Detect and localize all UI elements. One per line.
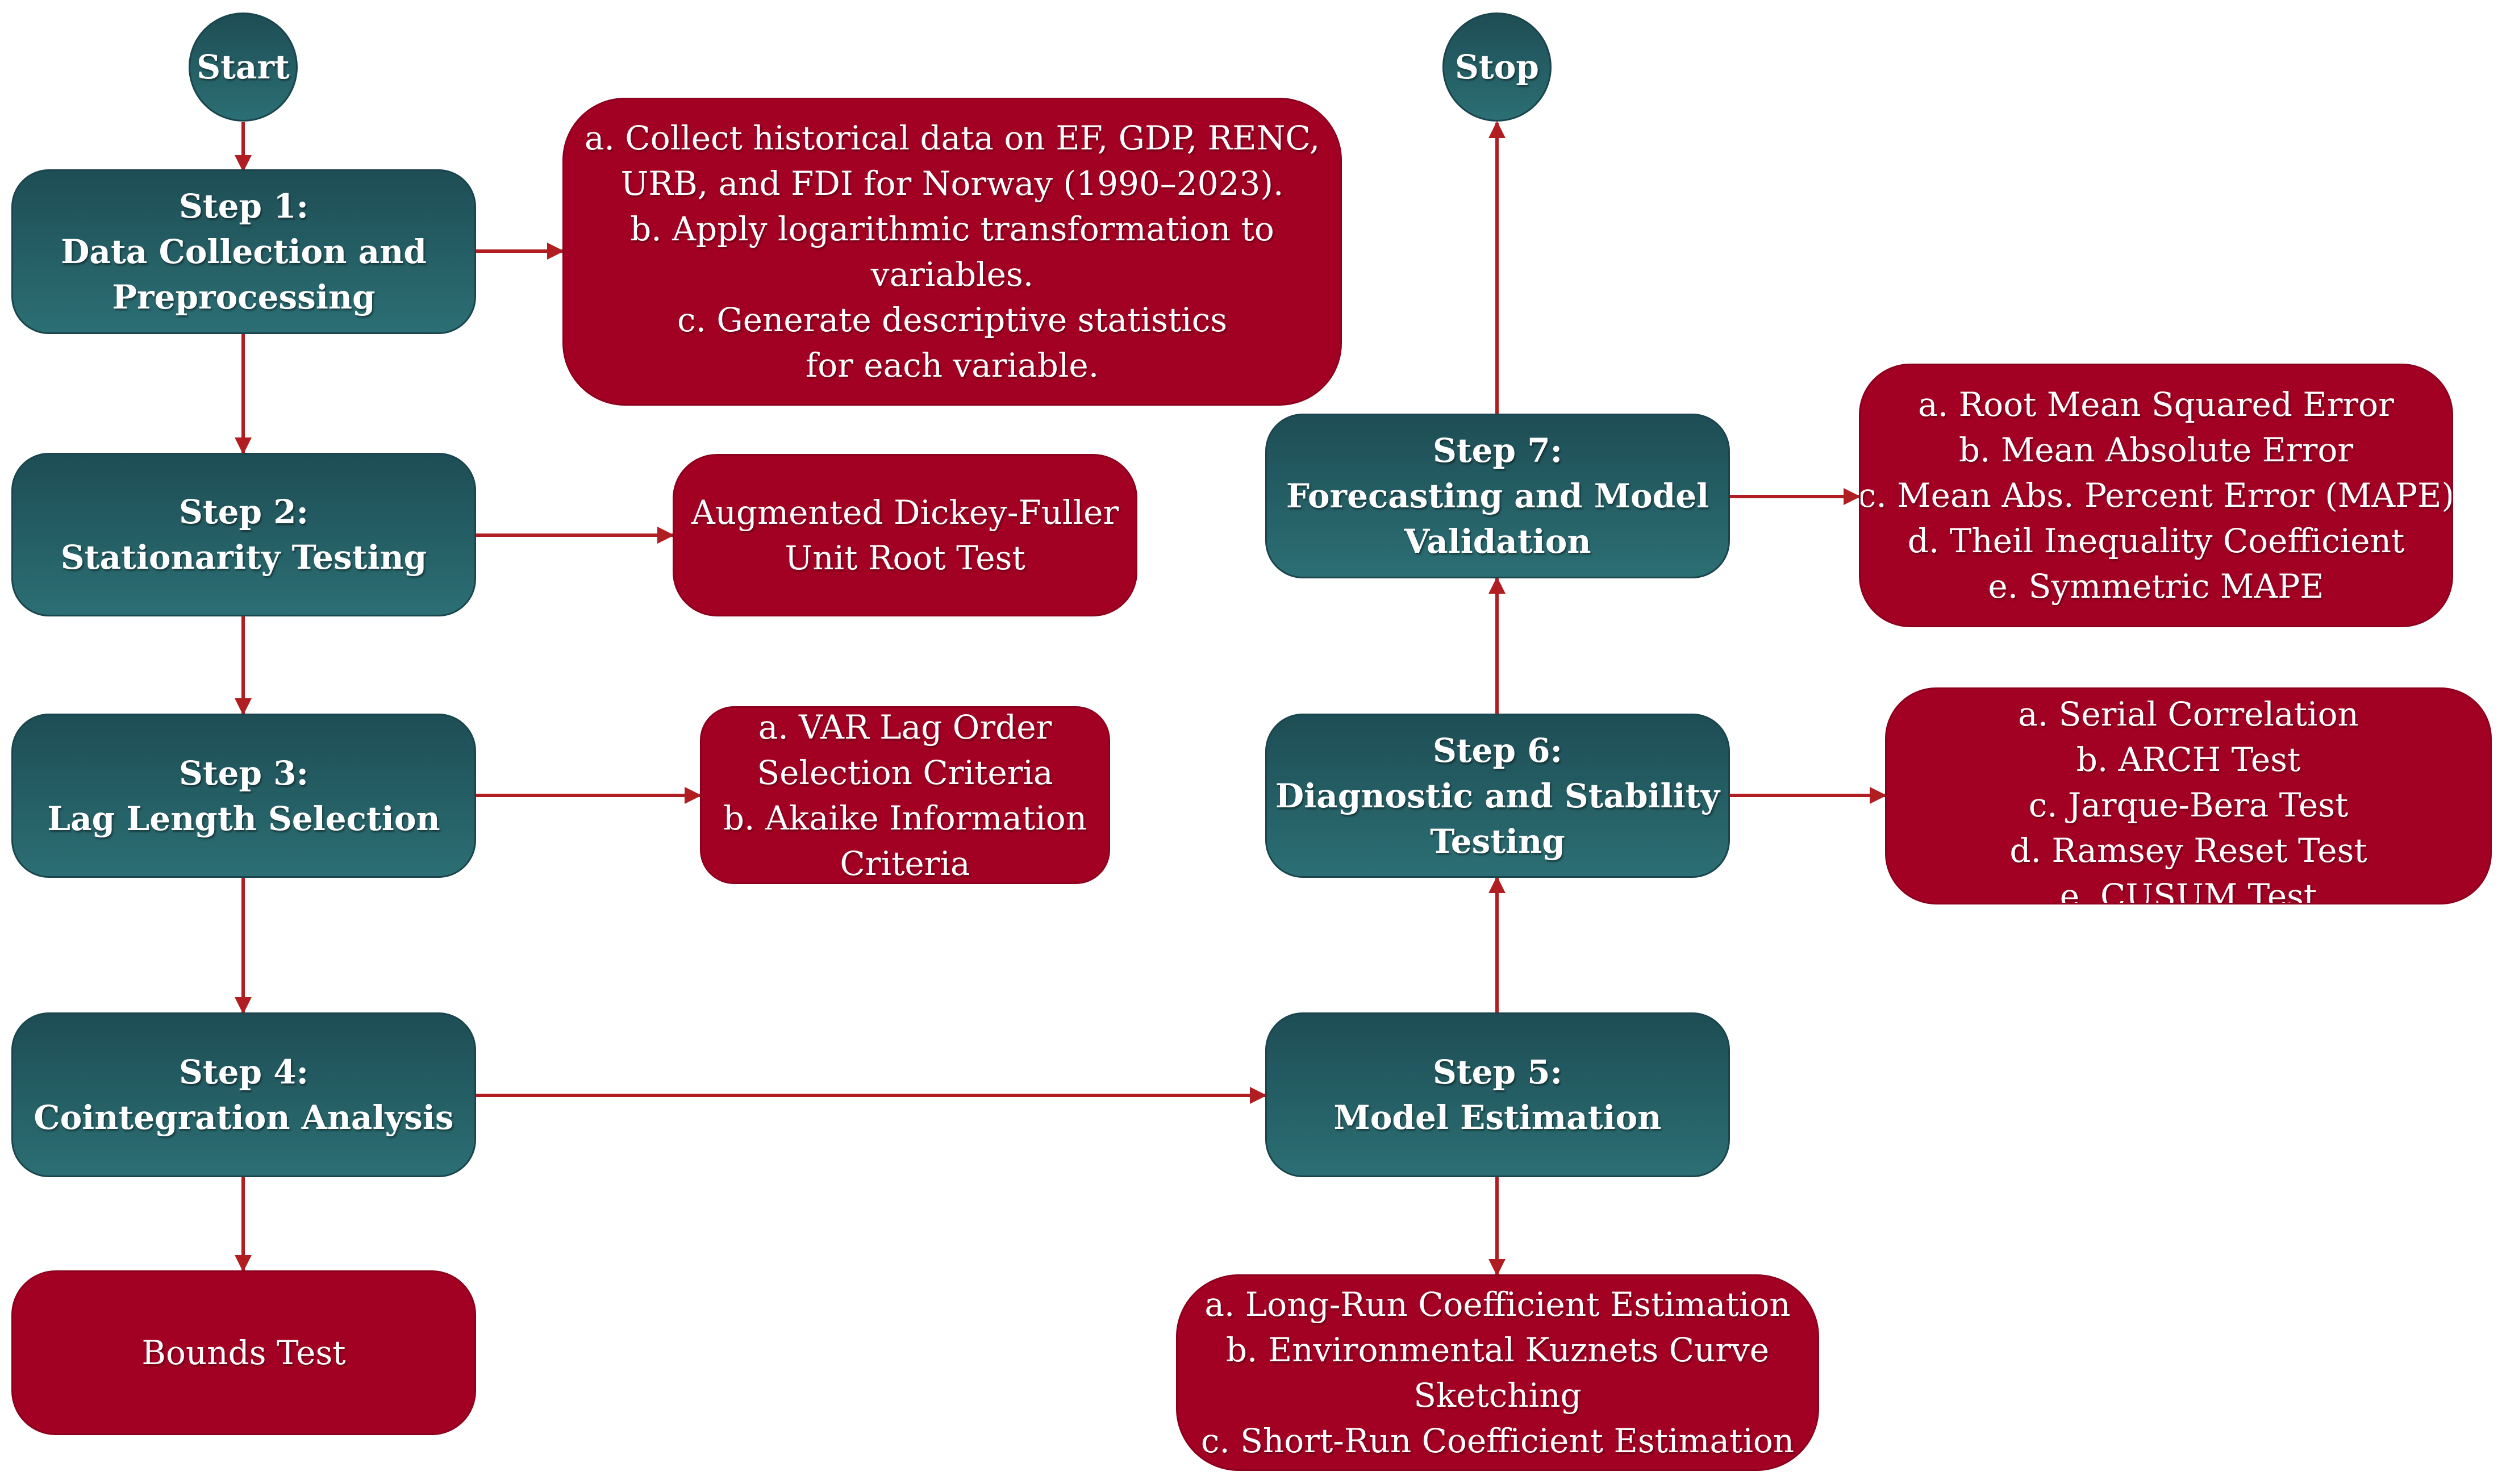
step1-detail-line: a. Collect historical data on EF, GDP, R… <box>584 119 1320 157</box>
step7-node: Step 7: Forecasting and Model Validation <box>1265 414 1730 578</box>
step1-label-line2: Preprocessing <box>112 278 376 316</box>
step1-detail-line: c. Generate descriptive statistics <box>677 301 1227 339</box>
step7-label-line2: Validation <box>1404 522 1591 561</box>
start-label: Start <box>197 48 290 86</box>
step2-node: Step 2: Stationarity Testing <box>11 453 476 616</box>
step7-detail-line: e. Symmetric MAPE <box>1988 567 2324 606</box>
step3-details-box: a. VAR Lag Order Selection Criteria b. A… <box>700 706 1110 884</box>
step6-label-line2: Testing <box>1430 822 1565 861</box>
step6-detail-line: e. CUSUM Test <box>2059 877 2317 904</box>
step7-label-line1: Forecasting and Model <box>1286 477 1709 515</box>
step5-detail-line: a. Long-Run Coefficient Estimation <box>1204 1285 1791 1324</box>
step7-detail-line: c. Mean Abs. Percent Error (MAPE) <box>1859 476 2453 515</box>
step2-label-line1: Stationarity Testing <box>60 538 427 577</box>
step3-label-line1: Lag Length Selection <box>47 799 440 838</box>
step4-node: Step 4: Cointegration Analysis <box>11 1012 476 1177</box>
start-node: Start <box>189 12 298 122</box>
step5-detail-line: c. Short-Run Coefficient Estimation <box>1200 1422 1795 1460</box>
stop-label: Stop <box>1455 48 1539 86</box>
step6-label-line1: Diagnostic and Stability <box>1275 776 1720 815</box>
step5-title: Step 5: <box>1432 1053 1563 1091</box>
step1-details-box: a. Collect historical data on EF, GDP, R… <box>562 98 1342 406</box>
step3-detail-line: Criteria <box>840 844 970 883</box>
bounds-test-box: Bounds Test <box>11 1270 476 1435</box>
step1-title: Step 1: <box>178 187 309 226</box>
step4-label-line1: Cointegration Analysis <box>34 1098 454 1137</box>
step3-node: Step 3: Lag Length Selection <box>11 714 476 878</box>
step4-title: Step 4: <box>178 1053 309 1091</box>
step7-detail-line: b. Mean Absolute Error <box>1958 431 2354 469</box>
step6-detail-line: b. ARCH Test <box>2076 740 2301 779</box>
step6-detail-line: a. Serial Correlation <box>2018 695 2359 733</box>
step1-label-line1: Data Collection and <box>61 232 427 271</box>
step5-detail-line: b. Environmental Kuznets Curve <box>1225 1331 1770 1369</box>
step7-detail-line: a. Root Mean Squared Error <box>1918 385 2394 424</box>
step2-detail-line: Augmented Dickey-Fuller <box>691 493 1119 532</box>
step2-details-box: Augmented Dickey-Fuller Unit Root Test <box>673 454 1137 616</box>
step3-detail-line: Selection Criteria <box>757 753 1053 792</box>
step6-node: Step 6: Diagnostic and Stability Testing <box>1265 714 1730 878</box>
step5-node: Step 5: Model Estimation <box>1265 1012 1730 1177</box>
step3-title: Step 3: <box>178 753 309 793</box>
stop-node: Stop <box>1442 12 1552 122</box>
bounds-test-label: Bounds Test <box>141 1333 346 1372</box>
step1-node: Step 1: Data Collection and Preprocessin… <box>11 169 476 334</box>
step6-title: Step 6: <box>1432 731 1563 770</box>
step1-detail-line: for each variable. <box>805 346 1099 385</box>
step6-detail-line: c. Jarque-Bera Test <box>2028 786 2349 824</box>
step6-details-box: a. Serial Correlation b. ARCH Test c. Ja… <box>1885 687 2492 904</box>
step1-detail-line: URB, and FDI for Norway (1990–2023). <box>620 164 1284 203</box>
step6-detail-line: d. Ramsey Reset Test <box>2009 831 2367 870</box>
step3-detail-line: a. VAR Lag Order <box>758 707 1052 747</box>
step1-detail-line: variables. <box>870 255 1034 294</box>
step1-detail-line: b. Apply logarithmic transformation to <box>630 210 1274 248</box>
step7-title: Step 7: <box>1432 431 1563 470</box>
step5-label-line1: Model Estimation <box>1333 1098 1662 1137</box>
step5-details-box: a. Long-Run Coefficient Estimation b. En… <box>1176 1274 1819 1471</box>
step5-detail-line: Sketching <box>1413 1376 1582 1415</box>
step2-detail-line: Unit Root Test <box>785 539 1025 577</box>
step7-details-box: a. Root Mean Squared Error b. Mean Absol… <box>1859 364 2453 627</box>
step3-detail-line: b. Akaike Information <box>723 798 1087 837</box>
step7-detail-line: d. Theil Inequality Coefficient <box>1907 522 2405 560</box>
step2-title: Step 2: <box>178 493 309 531</box>
